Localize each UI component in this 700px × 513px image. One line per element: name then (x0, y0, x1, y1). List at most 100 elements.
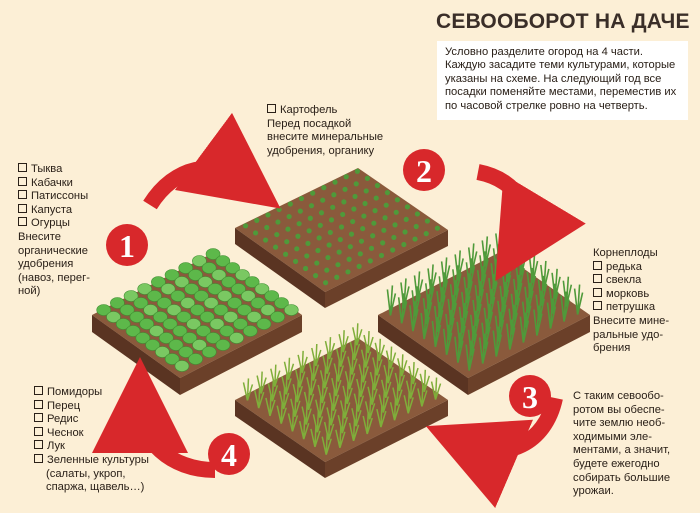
sprout-plant (265, 212, 271, 218)
plot-2-potatoes (235, 168, 448, 308)
leaf-plant (194, 290, 209, 302)
vegetable-plant (374, 338, 386, 362)
leaf-plant (197, 276, 213, 288)
sprout-plant (347, 244, 353, 250)
sprout-plant (328, 217, 335, 223)
crop-item: Помидоры (34, 386, 149, 400)
sprout-plant (361, 213, 367, 219)
leaf-plant (166, 304, 182, 316)
conclusion-line: будете ежегодно (573, 457, 660, 470)
leaf-plant (219, 325, 235, 337)
vegetable-plant (419, 369, 431, 393)
root-crop-plant (465, 340, 475, 371)
conclusion-line: чите землю необ- (573, 417, 666, 430)
sprout-plant (332, 179, 338, 185)
root-crop-plant (386, 285, 397, 316)
conclusion-text: С таким севообо- ротом вы обеспе- чите з… (573, 390, 670, 499)
sprout-plant (292, 258, 299, 264)
sprout-plant (298, 195, 305, 202)
conclusion-line: урожаи. (573, 485, 614, 498)
note-line: внесите минеральные (267, 131, 384, 144)
sprout-plant (295, 233, 301, 239)
sprout-plant (294, 246, 300, 252)
vegetable-plant (311, 343, 322, 367)
vegetable-plant (383, 361, 394, 384)
sprout-plant (351, 206, 357, 212)
sprout-plant (381, 227, 387, 233)
sprout-plant (337, 236, 343, 243)
sprout-plant (338, 224, 345, 230)
sprout-plant (354, 168, 361, 174)
leaf-plant (137, 283, 153, 295)
sprout-plant (363, 188, 369, 194)
vegetable-plant (405, 376, 417, 399)
leaf-plant (207, 283, 223, 295)
vegetable-plant (367, 382, 378, 405)
leaf-plant (174, 276, 190, 288)
vegetable-plant (283, 357, 295, 380)
vegetable-plant (326, 403, 337, 426)
sprout-plant (392, 222, 398, 228)
vegetable-plant (321, 432, 332, 455)
leaf-plant (274, 297, 289, 309)
crop-item: Чеснок (34, 427, 149, 441)
vegetable-plant (308, 358, 320, 381)
vegetable-plant (324, 337, 336, 360)
leaf-plant (139, 318, 155, 330)
vegetable-plant (347, 352, 358, 375)
sprout-plant (296, 221, 302, 227)
sprout-plant (330, 204, 336, 210)
sprout-plant (394, 197, 401, 203)
sprout-plant (331, 192, 337, 198)
sprout-plant (401, 241, 407, 248)
leaf-plant (135, 332, 151, 344)
sprout-plant (423, 231, 429, 237)
leaf-plant (221, 276, 237, 288)
number-badge-icon: 4 (208, 433, 250, 475)
leaf-plant (246, 311, 262, 323)
crop-item: морковь (593, 288, 669, 302)
vegetable-plant (380, 375, 392, 399)
sprout-plant (324, 267, 330, 273)
leaf-plant (129, 311, 145, 323)
leaf-plant (270, 311, 285, 323)
plot-number-4: 4 (221, 437, 237, 473)
note-line: ральные удо- (593, 328, 664, 341)
sprout-plant (404, 204, 411, 210)
vegetable-plant (317, 380, 328, 404)
sprout-plant (373, 195, 379, 201)
root-crop-plant (420, 309, 430, 340)
sprout-plant (322, 280, 329, 286)
number-badge-icon: 3 (509, 375, 551, 417)
sprout-plant (305, 240, 311, 246)
sprout-plant (360, 226, 366, 232)
sprout-plant (254, 217, 260, 223)
sprout-plant (424, 218, 431, 224)
plot-1-text: Тыква Кабачки Патиссоны Капуста Огурцы В… (18, 163, 90, 299)
sprout-plant (252, 230, 259, 236)
sprout-plant (282, 251, 289, 257)
vegetable-plant (265, 393, 276, 417)
sprout-plant (383, 202, 389, 208)
leaf-plant (133, 297, 149, 309)
leaf-plant (186, 318, 201, 330)
sprout-plant (302, 265, 309, 272)
leaf-plant (203, 297, 219, 309)
leaf-plant (242, 325, 258, 337)
sprout-plant (285, 226, 291, 232)
leaf-plant (96, 304, 112, 316)
sprout-plant (272, 244, 279, 250)
leaf-plant (153, 311, 168, 323)
sprout-plant (364, 175, 371, 181)
leaf-plant (123, 290, 139, 302)
sprout-plant (284, 239, 290, 245)
plot-number-1: 1 (119, 228, 135, 264)
sprout-plant (297, 208, 303, 214)
sprout-plant (434, 225, 441, 231)
note-line: удобрения, органику (267, 144, 375, 157)
note-line: спаржа, щавель…) (46, 481, 145, 494)
number-badge-icon: 1 (106, 224, 148, 266)
sprout-plant (286, 213, 292, 220)
sprout-plant (316, 235, 322, 241)
vegetable-plant (352, 323, 363, 346)
